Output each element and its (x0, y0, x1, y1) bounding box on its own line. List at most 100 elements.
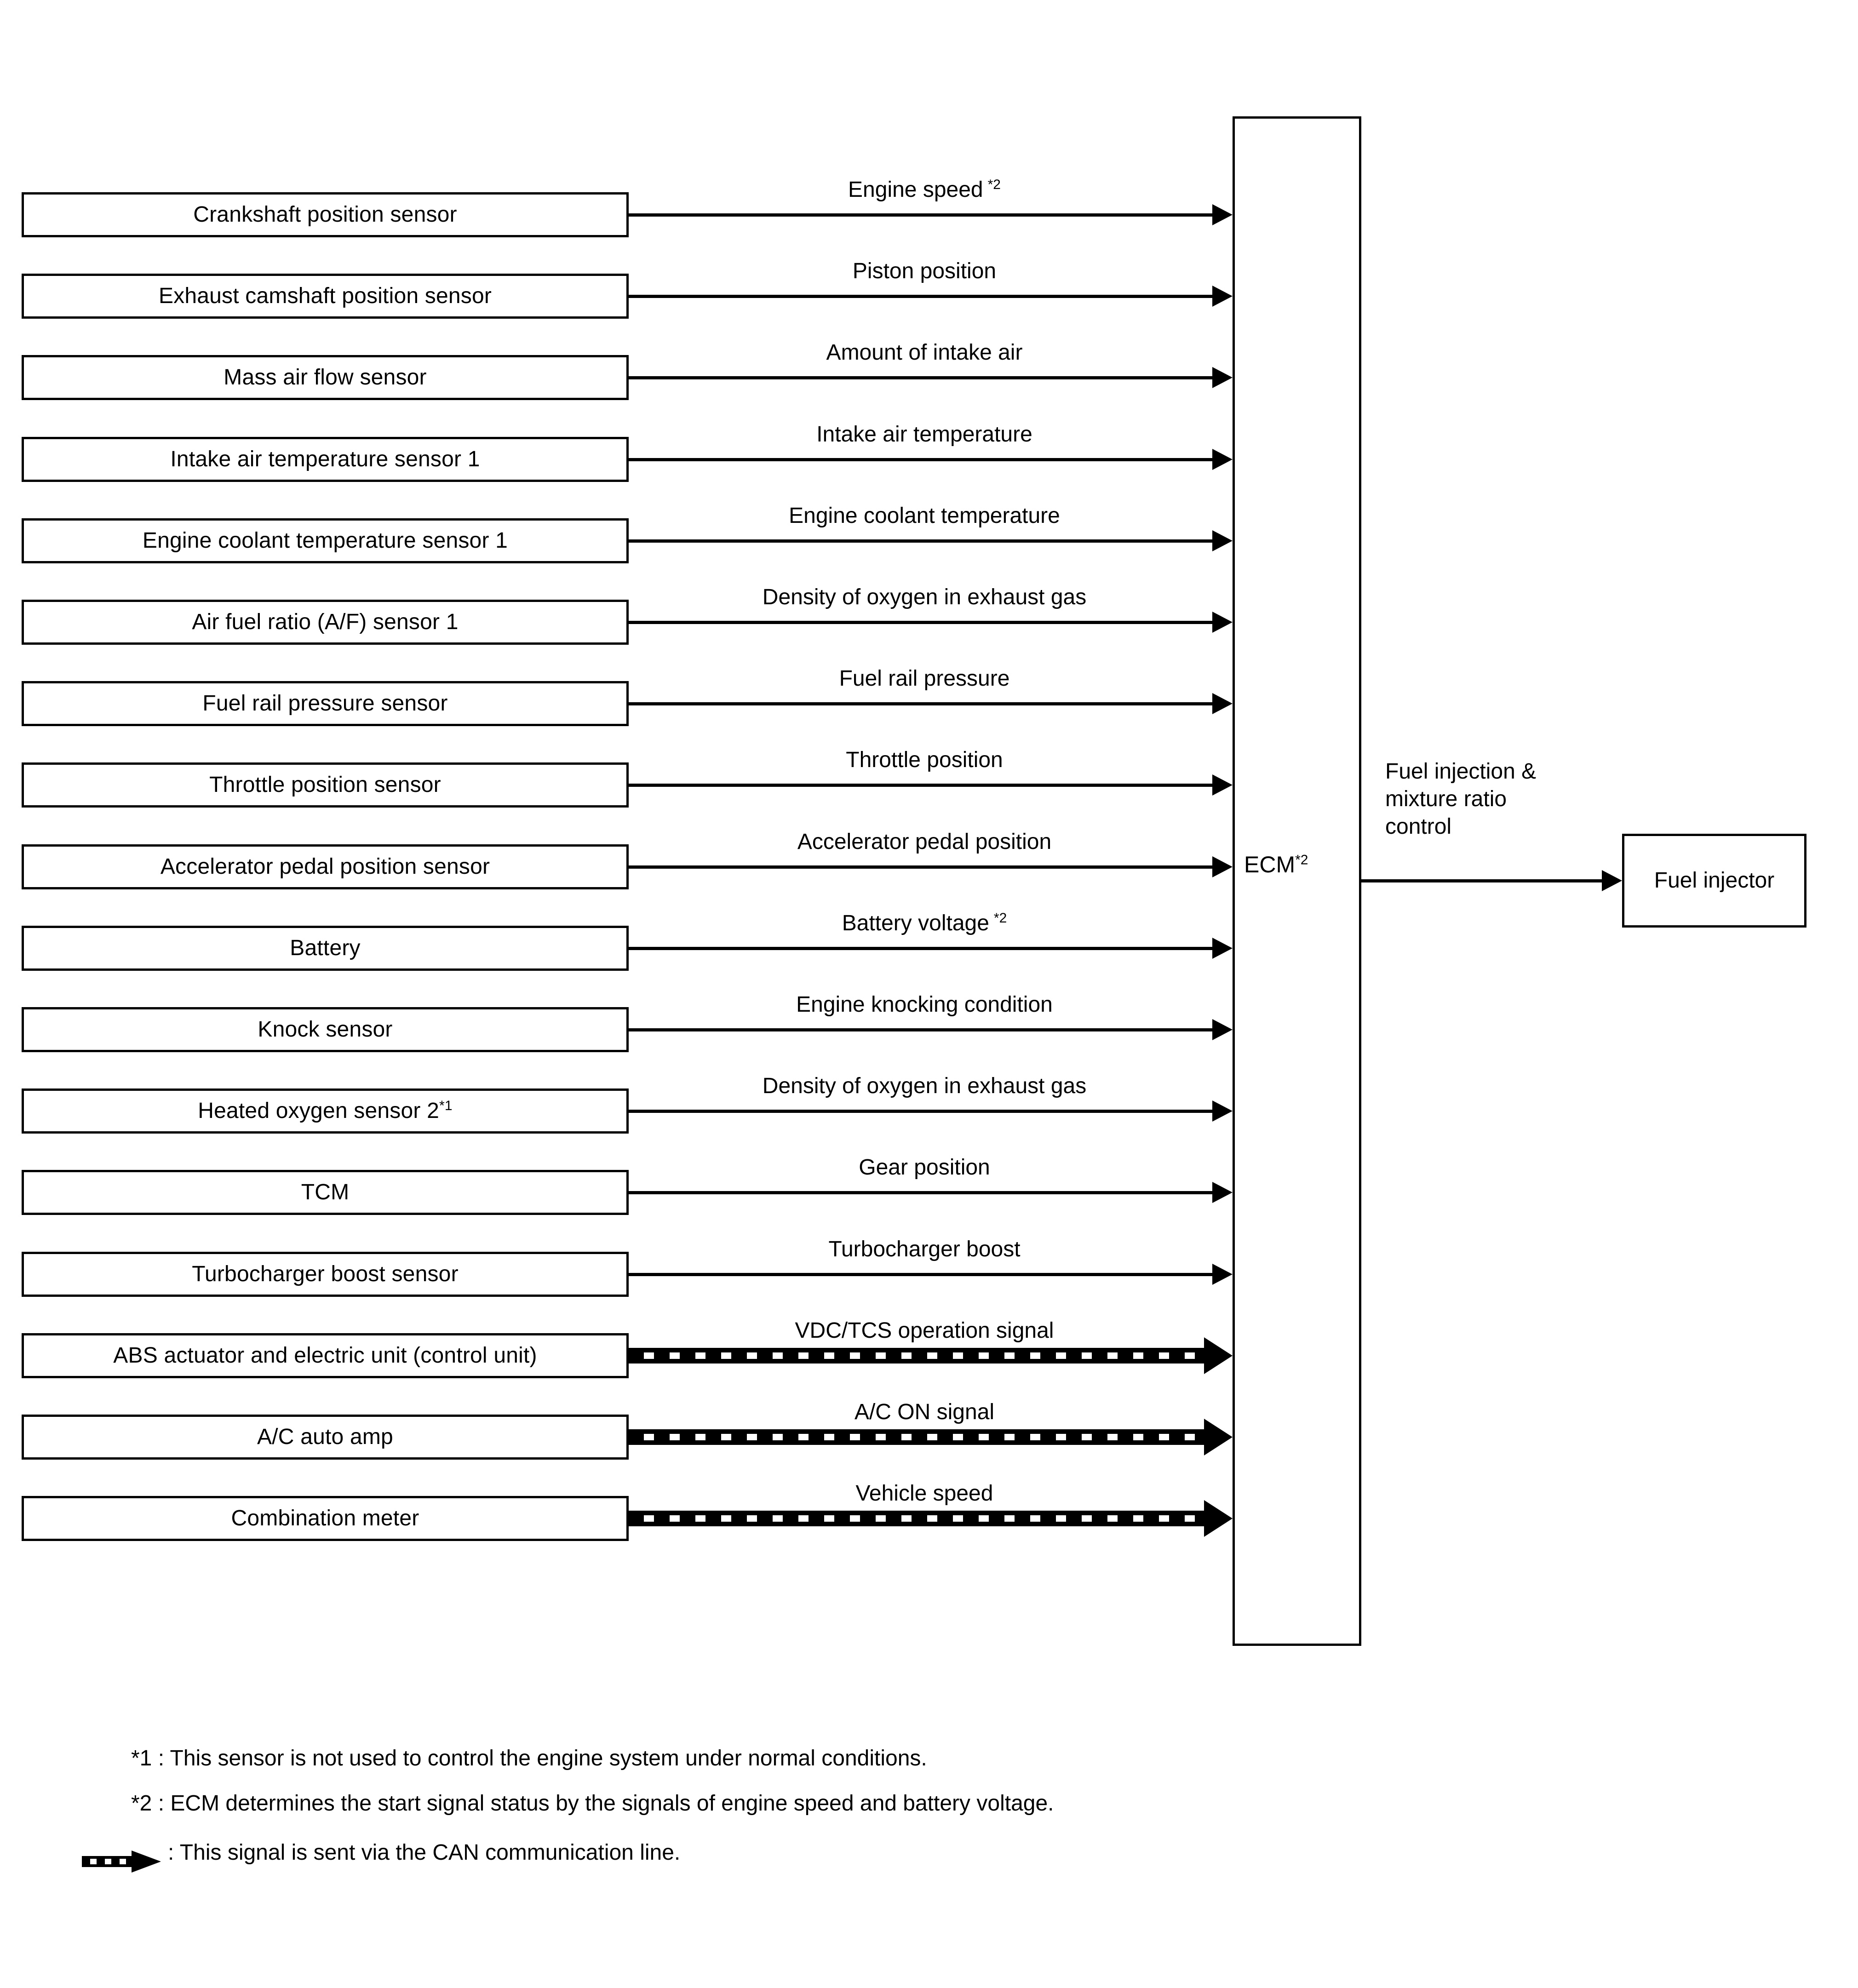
source-block-label: TCM (301, 1180, 350, 1205)
can-communication-line (628, 1511, 1204, 1527)
signal-label: Intake air temperature (816, 422, 1032, 447)
can-arrow-icon (82, 1851, 161, 1873)
signal-label-text: Battery voltage (842, 911, 989, 935)
signal-arrow-head (1212, 448, 1233, 470)
can-communication-line (628, 1429, 1204, 1445)
signal-label: Battery voltage*2 (842, 910, 1007, 935)
signal-label: Amount of intake air (826, 342, 1023, 364)
footnote-marker: *2 (131, 1791, 152, 1816)
signal-label-text: Throttle position (846, 748, 1003, 773)
source-block: Combination meter (22, 1496, 629, 1541)
source-block: A/C auto amp (22, 1415, 629, 1460)
source-block: Engine coolant temperature sensor 1 (22, 518, 629, 563)
source-block: Mass air flow sensor (22, 355, 629, 401)
signal-wire (628, 1110, 1212, 1113)
source-block: Crankshaft position sensor (22, 192, 629, 237)
signal-label: Engine knocking condition (796, 994, 1053, 1016)
source-block-label: Intake air temperature sensor 1 (170, 447, 480, 471)
source-block: Accelerator pedal position sensor (22, 844, 629, 889)
signal-wire (628, 1272, 1212, 1276)
signal-label-text: Engine speed (848, 178, 983, 202)
signal-arrow-head (1212, 612, 1233, 633)
signal-arrow-head (1212, 204, 1233, 225)
signal-wire (628, 213, 1212, 217)
signal-label-text: Fuel rail pressure (839, 666, 1010, 691)
source-block: Exhaust camshaft position sensor (22, 274, 629, 319)
source-block-label: Accelerator pedal position sensor (160, 854, 490, 879)
can-arrow-head (1204, 1337, 1233, 1374)
source-block: TCM (22, 1170, 629, 1215)
source-block: Throttle position sensor (22, 762, 629, 808)
source-block-label: Turbocharger boost sensor (192, 1261, 459, 1286)
signal-label-text: A/C ON signal (854, 1400, 995, 1424)
source-block-label: ABS actuator and electric unit (control … (113, 1343, 537, 1368)
signal-wire (628, 539, 1212, 543)
signal-label: Turbocharger boost (828, 1238, 1020, 1260)
source-block: Intake air temperature sensor 1 (22, 436, 629, 482)
fuel-injector-label: Fuel injector (1654, 868, 1775, 893)
signal-wire (628, 1191, 1212, 1195)
signal-label: Density of oxygen in exhaust gas (763, 1075, 1086, 1097)
signal-arrow-head (1212, 856, 1233, 877)
footnote-marker: *1 (131, 1746, 152, 1770)
output-arrow-head (1602, 870, 1622, 891)
signal-label-text: Accelerator pedal position (797, 829, 1052, 854)
signal-arrow-head (1212, 937, 1233, 959)
signal-wire (628, 946, 1212, 950)
signal-label-text: Density of oxygen in exhaust gas (762, 585, 1087, 609)
signal-label-text: Engine coolant temperature (789, 503, 1060, 528)
signal-label-footnote-marker: *2 (987, 177, 1001, 192)
source-block-label: Throttle position sensor (209, 773, 441, 797)
signal-wire (628, 621, 1212, 624)
signal-arrow-head (1212, 286, 1233, 307)
signal-wire (628, 1028, 1212, 1031)
signal-label-text: Amount of intake air (826, 340, 1023, 365)
footnote-text: : This sensor is not used to control the… (152, 1746, 927, 1770)
signal-arrow-head (1212, 693, 1233, 715)
signal-label: Fuel rail pressure (839, 668, 1010, 690)
signal-label-text: Intake air temperature (816, 422, 1032, 447)
signal-arrow-head (1212, 530, 1233, 551)
signal-label: Engine speed *2 (848, 177, 1001, 202)
source-block-label: Fuel rail pressure sensor (202, 691, 448, 716)
signal-label: Vehicle speed (856, 1483, 993, 1505)
signal-label: Engine coolant temperature (789, 503, 1060, 528)
signal-label-text: Density of oxygen in exhaust gas (762, 1074, 1087, 1099)
source-block: Fuel rail pressure sensor (22, 681, 629, 727)
output-signal-label: Fuel injection & mixture ratio control (1385, 759, 1537, 839)
signal-wire (628, 784, 1212, 787)
source-block-label: Knock sensor (258, 1017, 393, 1042)
signal-label: Gear position (859, 1157, 990, 1179)
signal-wire (628, 458, 1212, 461)
fuel-injector-block: Fuel injector (1622, 834, 1806, 928)
ecm-name: ECM (1244, 852, 1296, 877)
source-block: Heated oxygen sensor 2*1 (22, 1089, 629, 1134)
signal-wire (628, 702, 1212, 706)
footnote: *1 : This sensor is not used to control … (131, 1747, 927, 1770)
footnote-text: : ECM determines the start signal status… (152, 1791, 1054, 1816)
signal-arrow-head (1212, 1019, 1233, 1040)
signal-label-text: Piston position (852, 259, 997, 284)
source-block-label: Battery (290, 935, 361, 960)
footnote: *2 : ECM determines the start signal sta… (131, 1793, 1054, 1815)
source-block: Air fuel ratio (A/F) sensor 1 (22, 600, 629, 645)
source-block: Knock sensor (22, 1007, 629, 1052)
source-block-label: Exhaust camshaft position sensor (158, 284, 492, 309)
signal-arrow-head (1212, 774, 1233, 796)
ecm-label: ECM*2 (1244, 853, 1308, 876)
signal-label-footnote-marker: *2 (993, 910, 1007, 926)
signal-arrow-head (1212, 367, 1233, 389)
signal-arrow-head (1212, 1182, 1233, 1203)
can-communication-line (628, 1347, 1204, 1364)
source-block-label: Combination meter (231, 1506, 419, 1531)
source-block-label: Mass air flow sensor (224, 365, 427, 390)
source-block-label: Air fuel ratio (A/F) sensor 1 (192, 610, 459, 634)
signal-label-text: Turbocharger boost (828, 1237, 1021, 1261)
output-signal-wire (1360, 879, 1602, 882)
signal-label: VDC/TCS operation signal (795, 1319, 1054, 1342)
signal-label-text: Engine knocking condition (796, 992, 1053, 1017)
signal-label: Density of oxygen in exhaust gas (763, 586, 1086, 608)
footnote-text: : This signal is sent via the CAN commun… (168, 1840, 681, 1865)
source-block-footnote-marker: *1 (439, 1098, 453, 1114)
